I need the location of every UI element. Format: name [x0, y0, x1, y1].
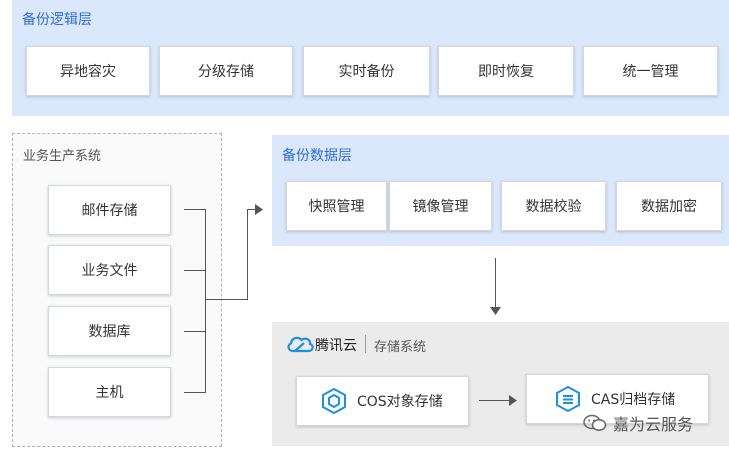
tencent-cloud-logo-icon — [287, 336, 314, 353]
connector-trunk — [205, 209, 206, 393]
prod-item-database: 数据库 — [48, 306, 171, 356]
cos-storage-card: COS对象存储 — [296, 376, 469, 426]
divider — [365, 335, 366, 353]
connector-line — [247, 209, 248, 300]
connector-line — [184, 392, 205, 393]
logic-layer-title: 备份逻辑层 — [22, 12, 92, 28]
backup-data-layer: 备份数据层 快照管理 镜像管理 数据校验 数据加密 — [272, 135, 729, 246]
prod-item-business-files: 业务文件 — [48, 245, 171, 295]
logic-item-tiered-storage: 分级存储 — [159, 46, 293, 96]
cos-cube-icon — [322, 387, 346, 415]
arrow-right-icon — [509, 395, 517, 406]
tencent-cloud-brand: 腾讯云 — [315, 338, 357, 354]
cas-storage-card: CAS归档存储 — [526, 374, 709, 424]
connector-line — [479, 400, 511, 401]
prod-item-host: 主机 — [48, 367, 171, 417]
cas-archive-icon — [556, 385, 580, 413]
connector-line — [184, 209, 205, 210]
storage-system-label: 存储系统 — [374, 340, 427, 355]
connector-line — [205, 299, 247, 300]
connector-line — [184, 331, 205, 332]
storage-system-layer: 腾讯云 存储系统 COS对象存储 CAS归档存储 — [272, 322, 729, 446]
wechat-icon — [583, 414, 607, 431]
production-system-title: 业务生产系统 — [23, 149, 102, 164]
logic-item-remote-dr: 异地容灾 — [26, 46, 150, 96]
watermark-text: 嘉为云服务 — [613, 415, 694, 434]
data-layer-title: 备份数据层 — [282, 148, 352, 164]
data-item-snapshot: 快照管理 — [286, 181, 387, 231]
wechat-watermark: 嘉为云服务 — [583, 411, 693, 435]
data-item-encryption: 数据加密 — [616, 181, 722, 231]
data-item-verification: 数据校验 — [501, 181, 606, 231]
cos-storage-label: COS对象存储 — [357, 394, 443, 410]
cas-storage-label: CAS归档存储 — [591, 392, 676, 408]
connector-line — [495, 258, 496, 308]
logic-item-realtime-backup: 实时备份 — [303, 46, 430, 96]
connector-line — [184, 270, 205, 271]
data-item-image: 镜像管理 — [389, 181, 492, 231]
arrow-right-icon — [255, 204, 263, 215]
backup-logic-layer: 备份逻辑层 异地容灾 分级存储 实时备份 即时恢复 统一管理 — [12, 0, 729, 116]
arrow-down-icon — [490, 307, 501, 315]
prod-item-mail-storage: 邮件存储 — [48, 185, 171, 235]
logic-item-instant-restore: 即时恢复 — [438, 46, 574, 96]
logic-item-unified-management: 统一管理 — [583, 46, 718, 96]
connector-line — [247, 209, 257, 210]
